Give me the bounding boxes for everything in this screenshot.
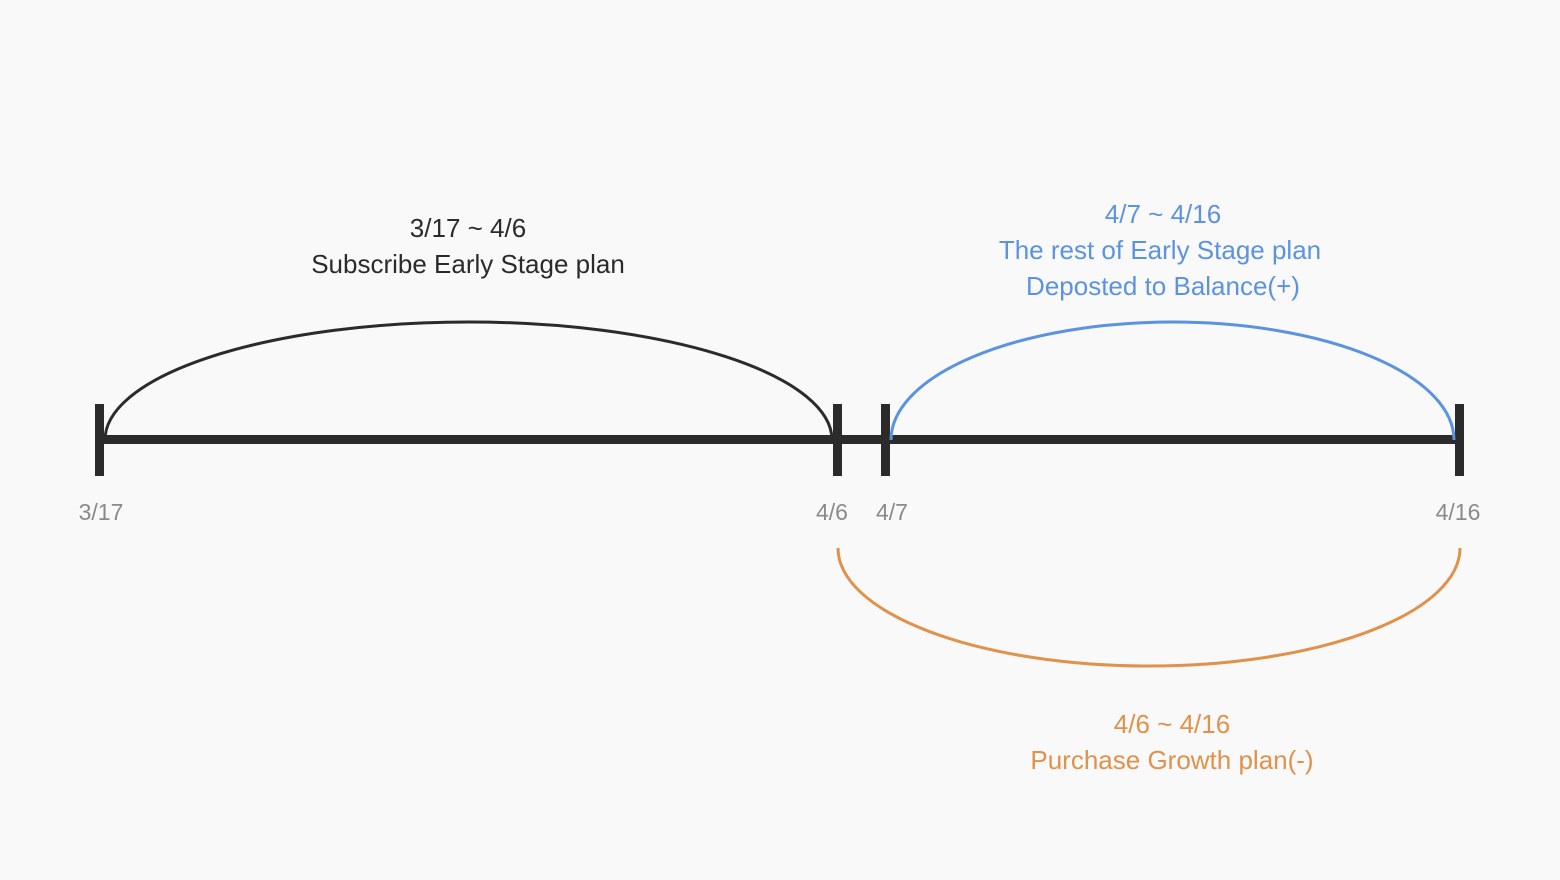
tick-label: 4/16	[1436, 499, 1481, 525]
subscribe-desc: Subscribe Early Stage plan	[311, 249, 625, 279]
rest-desc-2: Deposted to Balance(+)	[1026, 271, 1300, 301]
tick-label: 3/17	[79, 499, 124, 525]
tick-3-17	[95, 404, 104, 476]
purchase-desc: Purchase Growth plan(-)	[1030, 745, 1313, 775]
timeline-axis	[100, 435, 1460, 444]
rest-desc: The rest of Early Stage plan	[999, 235, 1321, 265]
tick-4-6	[833, 404, 842, 476]
tick-label: 4/7	[876, 499, 908, 525]
tick-label: 4/6	[816, 499, 848, 525]
purchase-arc	[836, 547, 1462, 668]
subscribe-arc	[103, 320, 834, 441]
rest-range: 4/7 ~ 4/16	[1105, 199, 1221, 229]
tick-4-16	[1455, 404, 1464, 476]
subscribe-range: 3/17 ~ 4/6	[410, 213, 526, 243]
tick-4-7	[881, 404, 890, 476]
purchase-range: 4/6 ~ 4/16	[1114, 709, 1230, 739]
rest-arc	[889, 320, 1456, 441]
